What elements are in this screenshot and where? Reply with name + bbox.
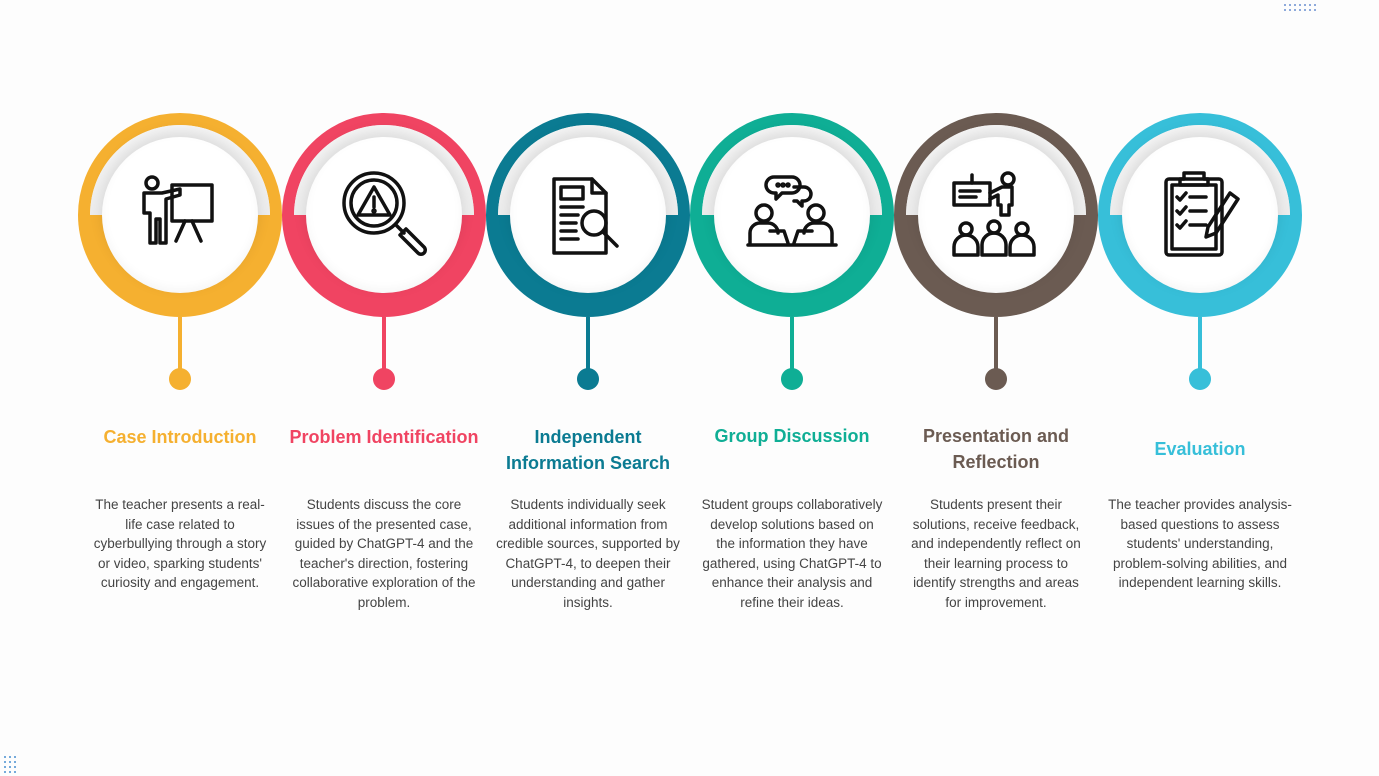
teacher-presenting-board-icon xyxy=(142,175,214,245)
decorative-dots-top-right xyxy=(1284,4,1316,11)
document-search-icon xyxy=(552,177,619,255)
step-ring xyxy=(894,113,1098,317)
step-group-discussion: Group Discussion Student groups collabor… xyxy=(690,0,894,776)
step-title: Problem Identification xyxy=(289,427,479,447)
step-title: Case Introduction xyxy=(103,427,257,447)
step-description: The teacher presents a real-life case re… xyxy=(93,497,267,590)
step-title: Group Discussion xyxy=(714,426,870,446)
step-description: Students present their solutions, receiv… xyxy=(911,497,1081,610)
clipboard-checklist-icon xyxy=(1164,171,1240,257)
step-description: Students discuss the core issues of the … xyxy=(292,497,476,610)
timeline-dot xyxy=(577,368,599,390)
step-presentation-and-reflection: Presentation and Reflection Students pre… xyxy=(894,0,1098,776)
step-ring xyxy=(282,113,486,317)
presenter-audience-icon xyxy=(952,171,1036,257)
step-title: Presentation and Reflection xyxy=(922,426,1070,472)
timeline-dot xyxy=(1189,368,1211,390)
group-discussion-icon xyxy=(746,175,838,247)
step-ring xyxy=(1098,113,1302,317)
timeline-dot xyxy=(781,368,803,390)
timeline-dot xyxy=(373,368,395,390)
magnifier-warning-icon xyxy=(342,171,427,256)
step-ring xyxy=(78,113,282,317)
step-ring xyxy=(486,113,690,317)
decorative-dots-bottom-left xyxy=(4,756,16,773)
step-title: Independent Information Search xyxy=(505,427,671,473)
step-ring xyxy=(690,113,894,317)
step-independent-information-search: Independent Information Search Students … xyxy=(486,0,690,776)
step-problem-identification: Problem Identification Students discuss … xyxy=(282,0,486,776)
step-evaluation: Evaluation The teacher provides analysis… xyxy=(1098,0,1302,776)
step-description: Students individually seek additional in… xyxy=(496,497,680,610)
timeline-dot xyxy=(985,368,1007,390)
step-case-introduction: Case Introduction The teacher presents a… xyxy=(78,0,282,776)
step-title: Evaluation xyxy=(1154,439,1246,459)
step-description: Student groups collaboratively develop s… xyxy=(701,497,883,610)
timeline-dot xyxy=(169,368,191,390)
step-description: The teacher provides analysis-based ques… xyxy=(1108,497,1292,590)
